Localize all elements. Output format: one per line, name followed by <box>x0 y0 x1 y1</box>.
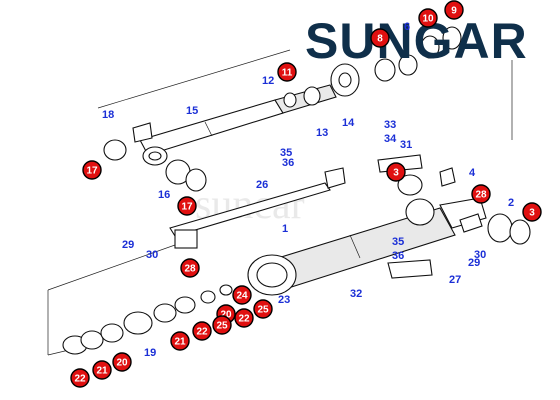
callout-29: 29 <box>468 257 480 269</box>
callout-14: 14 <box>342 117 355 129</box>
badge-circle <box>444 0 464 20</box>
seal-kit-rings <box>62 284 233 355</box>
callout-35: 35 <box>280 147 292 159</box>
badge-28: 28 <box>180 258 200 278</box>
callout-31: 31 <box>400 139 412 151</box>
badge-17: 17 <box>177 196 197 216</box>
callout-1: 1 <box>282 223 288 235</box>
badge-circle <box>370 28 390 48</box>
badge-8: 8 <box>370 28 390 48</box>
badge-28: 28 <box>471 184 491 204</box>
callout-29: 29 <box>122 239 134 251</box>
badge-22: 22 <box>192 321 212 341</box>
main-barrel <box>247 197 487 296</box>
badge-label: 25 <box>257 305 269 316</box>
badge-label: 22 <box>238 314 250 325</box>
badge-11: 11 <box>277 62 297 82</box>
callout-30: 30 <box>474 249 486 261</box>
badge-circle <box>232 285 252 305</box>
callout-36: 36 <box>282 157 294 169</box>
badge-circle <box>70 368 90 388</box>
callout-32: 32 <box>350 288 362 300</box>
badge-label: 3 <box>529 208 535 219</box>
badge-label: 21 <box>174 337 186 348</box>
callout-27: 27 <box>449 274 461 286</box>
callout-13: 13 <box>316 127 328 139</box>
callout-6: 6 <box>404 21 410 33</box>
badge-9: 9 <box>444 0 464 20</box>
badge-label: 10 <box>422 14 434 25</box>
badge-label: 3 <box>393 168 399 179</box>
callout-34: 34 <box>384 133 397 145</box>
badge-label: 25 <box>216 321 228 332</box>
badge-circle <box>92 360 112 380</box>
callout-15: 15 <box>186 105 198 117</box>
logo-text: SUNGAR <box>305 13 528 69</box>
badge-25: 25 <box>253 299 273 319</box>
badge-circle <box>82 160 102 180</box>
callout-23: 23 <box>278 294 290 306</box>
right-side-parts <box>377 154 531 279</box>
callout-36: 36 <box>392 250 404 262</box>
callout-12: 12 <box>262 75 274 87</box>
callout-16: 16 <box>158 189 170 201</box>
badge-22: 22 <box>70 368 90 388</box>
badge-3: 3 <box>522 202 542 222</box>
badge-label: 17 <box>86 166 98 177</box>
callout-33: 33 <box>384 119 396 131</box>
callout-4: 4 <box>469 167 476 179</box>
badge-label: 22 <box>196 327 208 338</box>
badge-label: 20 <box>220 310 232 321</box>
badge-label: 21 <box>96 366 108 377</box>
callout-19: 19 <box>144 347 156 359</box>
badge-21: 21 <box>92 360 112 380</box>
badge-circle <box>522 202 542 222</box>
badge-label: 9 <box>451 6 457 17</box>
badge-label: 8 <box>377 34 383 45</box>
badge-label: 17 <box>181 202 193 213</box>
badge-circle <box>386 162 406 182</box>
badge-3: 3 <box>386 162 406 182</box>
badge-label: 11 <box>282 68 293 79</box>
badge-circle <box>177 196 197 216</box>
badge-circle <box>418 8 438 28</box>
badge-10: 10 <box>418 8 438 28</box>
callout-26: 26 <box>256 179 268 191</box>
badge-label: 20 <box>116 358 128 369</box>
pipe <box>169 167 346 249</box>
badge-24: 24 <box>232 285 252 305</box>
badge-circle <box>112 352 132 372</box>
brand-logo: SUNGAR <box>305 13 528 69</box>
upper-gland-parts <box>283 26 462 108</box>
badge-circle <box>192 321 212 341</box>
badge-circle <box>234 308 254 328</box>
callout-18: 18 <box>102 109 114 121</box>
badge-label: 28 <box>475 190 487 201</box>
badge-22: 22 <box>234 308 254 328</box>
badge-circle <box>212 315 232 335</box>
badge-label: 28 <box>184 264 196 275</box>
badge-21: 21 <box>170 331 190 351</box>
callout-30: 30 <box>146 249 158 261</box>
callout-35: 35 <box>392 236 404 248</box>
badge-25: 25 <box>212 315 232 335</box>
badge-circle <box>170 331 190 351</box>
badge-17: 17 <box>82 160 102 180</box>
badge-circle <box>471 184 491 204</box>
badge-circle <box>277 62 297 82</box>
lower-left-bushings <box>103 122 207 192</box>
badge-circle <box>253 299 273 319</box>
badge-label: 22 <box>74 374 86 385</box>
badge-circle <box>180 258 200 278</box>
callout-2: 2 <box>508 197 514 209</box>
badge-20: 20 <box>112 352 132 372</box>
badge-label: 24 <box>236 291 248 302</box>
